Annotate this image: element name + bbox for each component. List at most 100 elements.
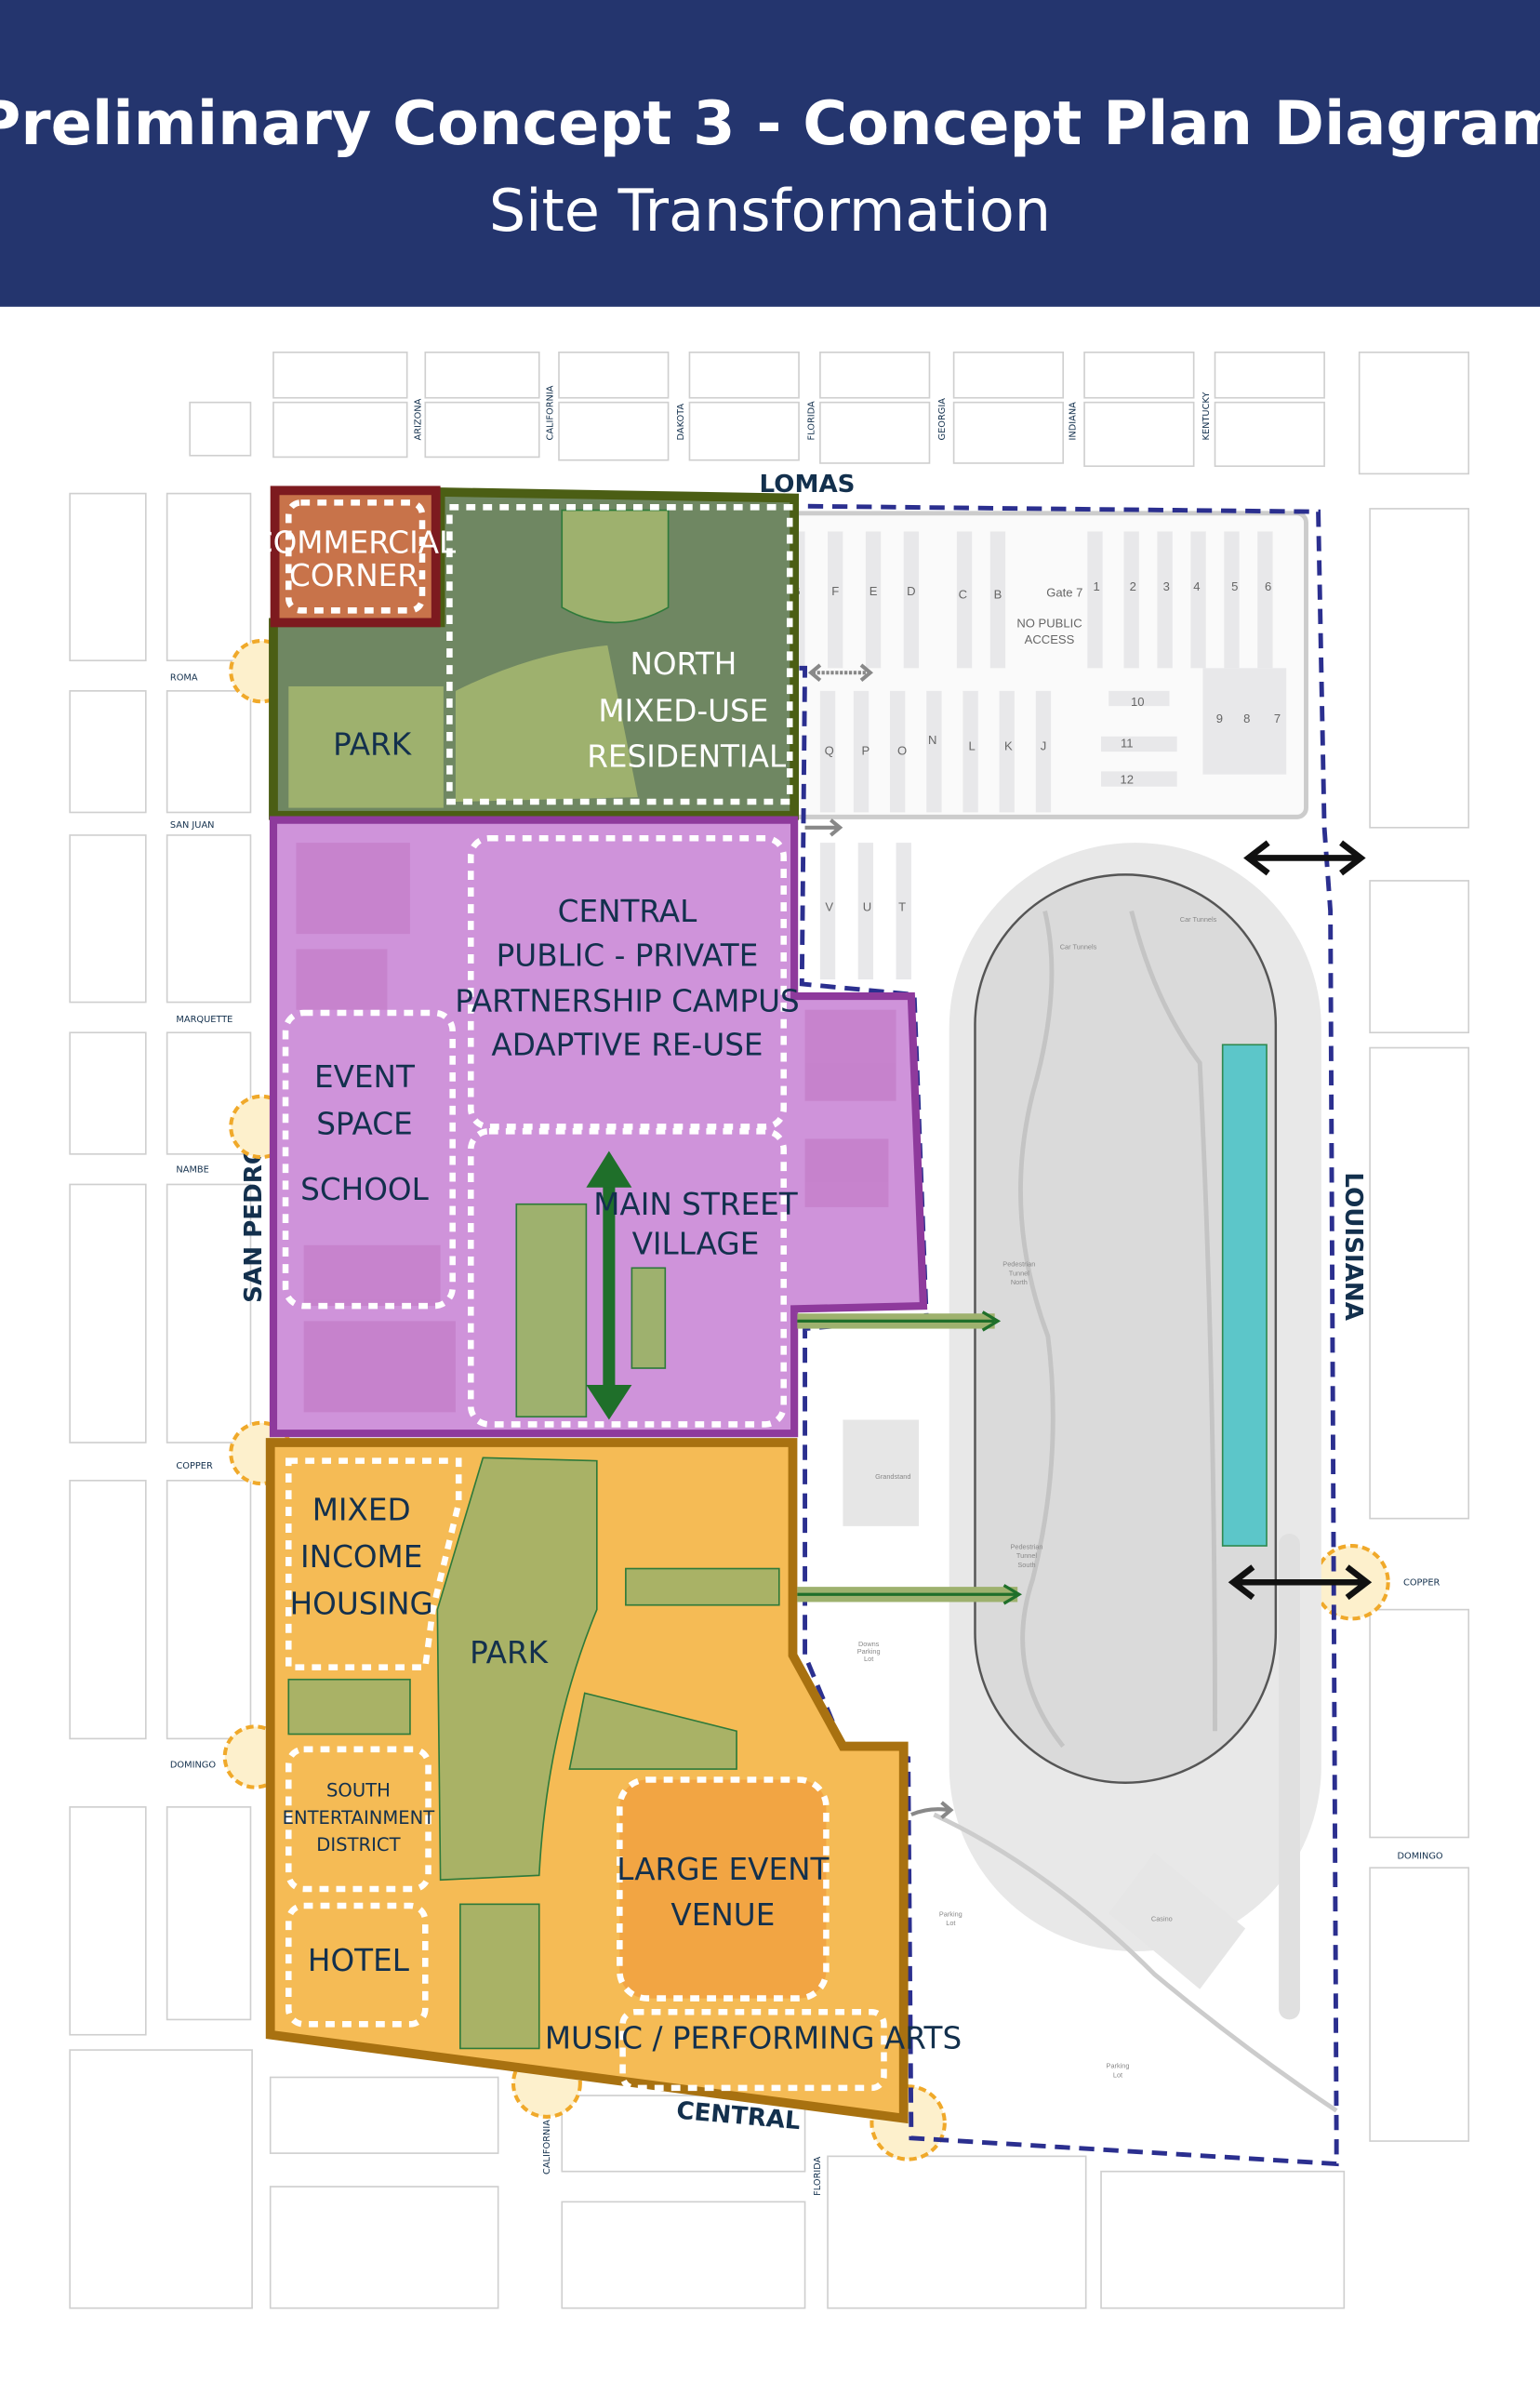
main-street-double-arrow [586,1151,632,1420]
label-north-1: NORTH [630,646,737,682]
parking-rows-mid-2-label: O [897,743,907,757]
water-feature [1221,1044,1268,1547]
parking-rows-mid-4-label: L [969,739,976,753]
parking-rows-lots-2-label: 12 [1121,772,1135,786]
streets-west-cross-4-label: COPPER [176,1461,213,1471]
site-labels-car-tunnels-label: Car Tunnels [1180,915,1217,924]
parking-rows-lots-1-label: 11 [1121,736,1134,750]
parking-rows-mid-1-label: P [862,743,870,757]
label-large-event-1: LARGE EVENT [617,1852,830,1887]
streets-west-cross-5-label: DOMINGO [170,1760,216,1770]
label-mixed-income-3: HOUSING [290,1587,433,1622]
street-san-pedro: SAN PEDRO [240,1144,268,1303]
label-music: MUSIC / PERFORMING ARTS [545,2020,962,2055]
site-labels-parking-lot-0-label: Parking [1107,2062,1130,2070]
label-hotel: HOTEL [308,1943,410,1978]
label-central-1: CENTRAL [558,894,697,929]
parking-rows-numbered-5-label: 6 [1265,579,1271,593]
site-labels-ped-north-1-label: Tunnel [1009,1269,1030,1277]
racetrack-site: G F E D C B Gate 7 1 2 3 4 5 6 NO PUBLIC… [757,511,1338,2113]
parking-rows-mid-3-label: N [928,733,936,747]
zone-north-mixed-use [269,486,800,820]
site-labels-car-tunnels-label: Car Tunnels [1060,942,1097,951]
west-cross-streets: ROMA SAN JUAN MARQUETTE NAMBE COPPER DOM… [170,672,232,1770]
parking-rows-top-4-label: C [959,587,967,601]
label-main-street-1: MAIN STREET [593,1187,799,1222]
label-north-2: MIXED-USE [598,694,768,729]
streets-west-cross-0-label: ROMA [170,672,198,683]
parking-rows-low-1-label: U [863,900,871,914]
zone-commercial-corner [270,486,441,628]
site-labels-ped-south-2-label: South [1017,1561,1035,1569]
parking-rows-numbered-2-label: 3 [1163,579,1170,593]
site-labels-parking-lot-0-label: Parking [939,1909,962,1918]
parking-rows-top-1-label: F [831,584,839,598]
north-cross-streets: ARIZONA CALIFORNIA DAKOTA FLORIDA GEORGI… [413,385,1212,440]
header-banner [0,0,1540,307]
label-central-2: PUBLIC - PRIVATE [497,938,759,973]
label-north-park: PARK [333,726,413,762]
parking-rows-mid-0-label: Q [825,743,834,757]
parking-rows-lots-0-label: 10 [1131,695,1145,709]
label-north-3: RESIDENTIAL [587,738,787,774]
parking-rows-top-2-label: E [870,584,878,598]
site-labels-ped-north-0-label: Pedestrian [1002,1260,1035,1269]
parking-rows-mid-6-label: J [1041,739,1047,753]
site-labels-ped-north-2-label: North [1011,1278,1028,1286]
green-connector-arrows [797,1310,1023,1605]
streets-north-cross-6-label: KENTUCKY [1201,392,1212,441]
parking-no-access-0-label: NO PUBLIC [1016,616,1082,630]
parking-rows-right-2-label: 7 [1274,712,1281,725]
site-boundary [757,503,1339,2167]
site-labels-downs-lot-0-label: Downs [858,1640,880,1648]
label-event-2: SPACE [316,1107,412,1142]
parking-rows-low-2-label: T [898,900,906,914]
site-labels-downs-lot-2-label: Lot [864,1655,873,1663]
street-california-south: CALIFORNIA [542,2120,552,2175]
access-double-arrows [1228,840,1373,1601]
parking-gate-label: Gate 7 [1046,586,1082,600]
streets-north-cross-4-label: GEORGIA [937,398,948,441]
gray-access-arrows [804,663,954,1819]
parking-rows-numbered-0-label: 1 [1093,579,1099,593]
label-central-3: PARTNERSHIP CAMPUS [455,983,799,1018]
streets-north-cross-0-label: ARIZONA [413,398,423,440]
label-central-4: ADAPTIVE RE-USE [491,1028,763,1063]
north-park-area [288,685,444,808]
site-labels-grandstand-label: Grandstand [875,1472,910,1481]
label-south-park: PARK [470,1635,550,1670]
streets-north-cross-1-label: CALIFORNIA [545,385,555,440]
page-subtitle: Site Transformation [489,177,1051,245]
label-south-ent-2: ENTERTAINMENT [283,1807,436,1829]
city-blocks [69,351,1470,2309]
label-mixed-income-2: INCOME [300,1539,422,1575]
label-main-street-2: VILLAGE [632,1227,760,1262]
parking-rows-mid-5-label: K [1004,739,1013,753]
streets-west-cross-3-label: NAMBE [176,1164,208,1175]
parking-rows-top-3-label: D [907,584,915,598]
zone-central-campus [269,816,928,1438]
page-title: Preliminary Concept 3 - Concept Plan Dia… [0,88,1540,159]
streets-north-cross-3-label: FLORIDA [806,401,816,440]
label-south-ent-1: SOUTH [326,1779,391,1801]
site-labels-casino-label: Casino [1151,1914,1173,1922]
parking-rows-right-1-label: 8 [1243,712,1250,725]
street-copper-east: COPPER [1403,1577,1440,1588]
parking-rows-low-0-label: V [825,900,833,914]
parking-rows-right-0-label: 9 [1216,712,1223,725]
site-labels-parking-lot-1-label: Lot [946,1919,955,1927]
label-commercial-1: COMMERCIAL [252,525,457,560]
site-labels-ped-south-0-label: Pedestrian [1010,1542,1042,1550]
streets-north-cross-2-label: DAKOTA [676,404,686,441]
site-labels-downs-lot-1-label: Parking [857,1647,881,1656]
label-event-1: EVENT [314,1059,416,1095]
label-school: SCHOOL [300,1172,429,1207]
parking-rows-numbered-3-label: 4 [1193,579,1200,593]
parking-rows-numbered-4-label: 5 [1231,579,1238,593]
street-florida-south: FLORIDA [813,2156,823,2195]
parking-no-access-1-label: ACCESS [1025,632,1075,646]
site-labels-ped-south-1-label: Tunnel [1016,1551,1038,1560]
streets-north-cross-5-label: INDIANA [1068,402,1078,441]
site-labels-parking-lot-1-label: Lot [1113,2070,1122,2079]
